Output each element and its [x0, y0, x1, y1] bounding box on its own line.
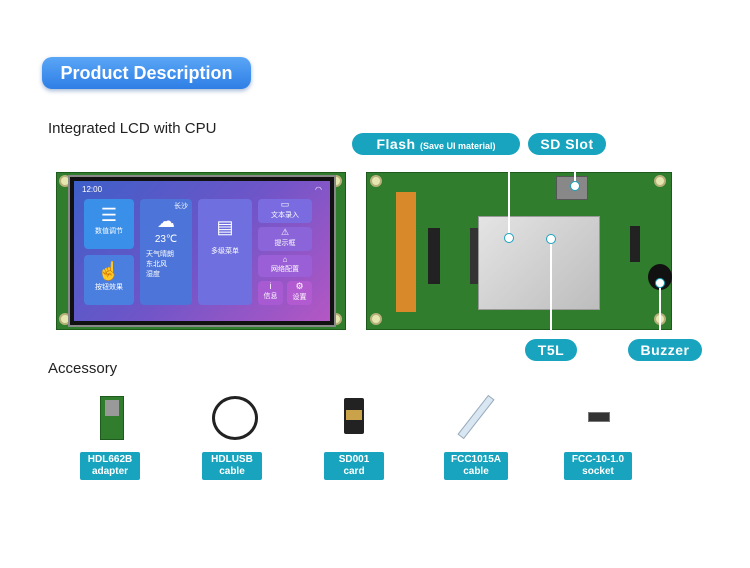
flash-note: (Save UI material) [419, 141, 496, 151]
tile-label: 网络配置 [271, 266, 299, 273]
sd-slot-callout: SD Slot [528, 133, 606, 155]
usb-cable-image [212, 396, 258, 440]
shield-can [478, 216, 600, 310]
leader-line [574, 155, 576, 185]
tile-label: 多级菜单 [211, 248, 239, 255]
accessory-name: HDLUSB [211, 454, 253, 465]
accessory-label: HDL662B adapter [80, 452, 140, 480]
adapter-image [100, 396, 124, 440]
weather-line: 东北风 [146, 261, 167, 268]
hand-icon: ☝ [97, 261, 121, 281]
tile-label: 提示框 [274, 240, 296, 247]
accessory-type: adapter [91, 466, 129, 477]
pointer-dot [546, 234, 556, 244]
accessory-label: SD001 card [324, 452, 384, 480]
doc-icon: ▭ [280, 199, 290, 209]
pointer-dot [504, 233, 514, 243]
warning-icon: ⚠ [280, 227, 290, 237]
accessory-label: FCC1015A cable [444, 452, 508, 480]
wifi-icon: ◠ [315, 185, 322, 194]
tile-settings: ⚙ 设置 [287, 281, 312, 305]
accessory-heading: Accessory [48, 360, 118, 377]
accessory-name: FCC1015A [450, 454, 502, 465]
accessory-type: socket [582, 466, 614, 477]
lcd-panel: 12:00 ◠ ☰ 数值调节 ☝ 按钮效果 长沙 ☁ 23℃ 天气晴朗 东北风 … [68, 175, 336, 327]
sd-card-image [344, 398, 364, 434]
pointer-dot [655, 278, 665, 288]
sliders-icon: ☰ [100, 205, 118, 225]
info-icon: i [269, 281, 272, 291]
network-icon: ⌂ [282, 255, 288, 264]
accessory-type: card [343, 466, 365, 477]
tile-value-adjust: ☰ 数值调节 [84, 199, 134, 249]
leader-line [659, 282, 661, 339]
accessory-name: FCC-10-1.0 [571, 454, 625, 465]
leader-line [550, 240, 552, 339]
mount-hole [370, 175, 382, 187]
lcd-screen: 12:00 ◠ ☰ 数值调节 ☝ 按钮效果 长沙 ☁ 23℃ 天气晴朗 东北风 … [74, 181, 330, 321]
tile-network: ⌂ 网络配置 [258, 255, 312, 277]
tile-multi-menu: ▤ 多级菜单 [198, 199, 252, 305]
mount-hole [370, 313, 382, 325]
ribbon-connector [396, 192, 416, 312]
tile-label: 文本录入 [271, 212, 299, 219]
weather-line: 湿度 [146, 271, 160, 278]
accessory-name: SD001 [338, 454, 370, 465]
fpc-cable-image [457, 394, 495, 440]
weather-city: 长沙 [174, 203, 188, 210]
clock: 12:00 [82, 185, 103, 194]
tile-info: i 信息 [258, 281, 283, 305]
accessory-type: cable [463, 466, 489, 477]
page-title: Product Description [42, 57, 251, 89]
tile-button-effect: ☝ 按钮效果 [84, 255, 134, 305]
flash-label: Flash [376, 136, 416, 152]
socket-image [588, 412, 610, 422]
tile-weather: 长沙 ☁ 23℃ 天气晴朗 东北风 湿度 [140, 199, 192, 305]
fpc-connector [470, 228, 480, 284]
fpc-connector [428, 228, 440, 284]
accessory-label: FCC-10-1.0 socket [564, 452, 632, 480]
menu-icon: ▤ [216, 217, 234, 237]
pointer-dot [570, 181, 580, 191]
t5l-callout: T5L [525, 339, 577, 361]
cloud-icon: ☁ [157, 211, 175, 231]
buzzer-callout: Buzzer [628, 339, 702, 361]
gear-icon: ⚙ [295, 281, 304, 291]
tile-label: 按钮效果 [95, 284, 123, 291]
mount-hole [654, 175, 666, 187]
accessory-label: HDLUSB cable [202, 452, 262, 480]
tile-label: 数值调节 [95, 228, 123, 235]
tile-text-input: ▭ 文本录入 [258, 199, 312, 223]
weather-temp: 23℃ [154, 234, 178, 245]
tile-popup: ⚠ 提示框 [258, 227, 312, 251]
fpc-connector [630, 226, 640, 262]
tile-label: 设置 [292, 294, 307, 301]
accessory-type: cable [219, 466, 245, 477]
weather-line: 天气晴朗 [146, 251, 174, 258]
flash-callout: Flash (Save UI material) [352, 133, 520, 155]
leader-line [508, 155, 510, 237]
tile-label: 信息 [263, 293, 278, 300]
lcd-heading: Integrated LCD with CPU [48, 120, 217, 137]
accessory-name: HDL662B [87, 454, 133, 465]
